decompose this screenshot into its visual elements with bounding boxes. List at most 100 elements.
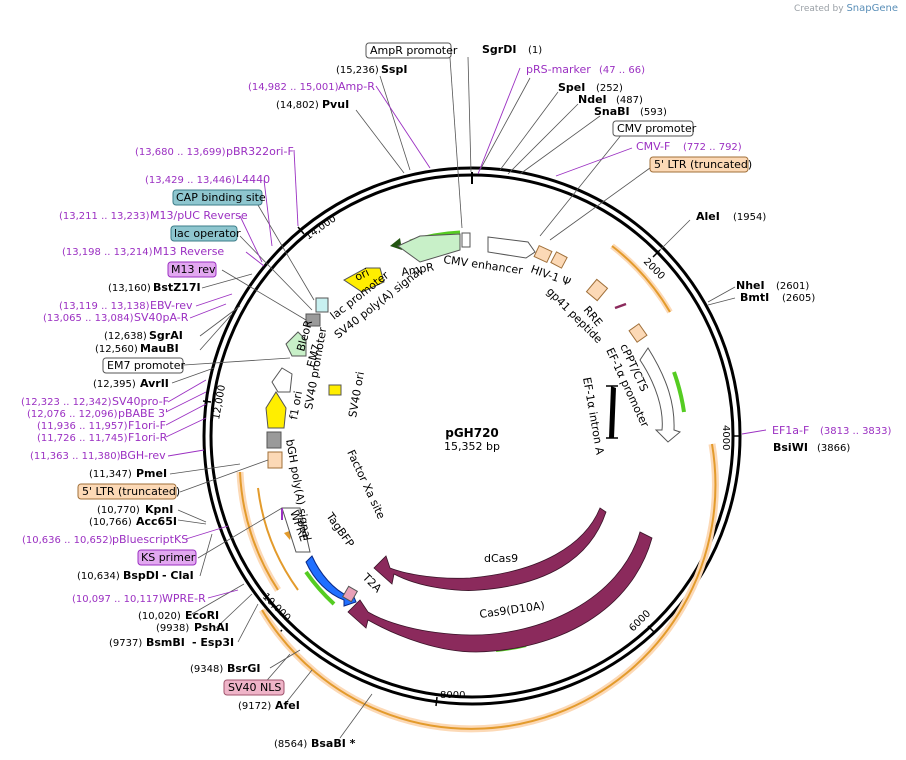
ampr-arrow [397,233,461,263]
svg-text:BsaBI *: BsaBI * [311,737,356,750]
primer-wpre-r[interactable]: (10,097 .. 10,117)WPRE-R [72,592,206,605]
site-alei[interactable]: AleI(1954) [696,210,766,223]
site-bsrgi[interactable]: (9348) BsrGI [190,662,260,675]
ori-arrow [343,267,385,293]
primer-sv40pro-f[interactable]: (12,323 .. 12,342)SV40pro-F [21,395,169,408]
svg-text:BstZ17I: BstZ17I [153,281,201,294]
site-bmti[interactable]: BmtI(2605) [740,291,815,304]
svg-text:(9172): (9172) [238,701,271,712]
svg-text:EF1a-F: EF1a-F [772,424,809,437]
primer-cmv-f[interactable]: CMV-F(772 .. 792) [636,140,742,153]
label-ks-primer[interactable]: KS primer [137,549,197,566]
primer-f1ori-f[interactable]: (11,936 .. 11,957)F1ori-F [37,419,166,432]
site-bsabi[interactable]: (8564)BsaBI * [274,737,356,750]
svg-text:(13,065 .. 13,084): (13,065 .. 13,084) [43,313,134,324]
svg-text:SnaBI: SnaBI [594,105,630,118]
svg-text:PmeI: PmeI [136,467,167,480]
primer-amp-r[interactable]: (14,982 .. 15,001)Amp-R [248,80,375,93]
site-bsiwi[interactable]: BsiWI(3866) [773,441,850,454]
sv40-ori-box [328,384,342,396]
svg-text:- ClaI: - ClaI [162,569,194,582]
primer-l4440[interactable]: (13,429 .. 13,446)L4440 [145,173,270,186]
feat-ori: ori [353,266,371,284]
feat-ampr: AmpR [400,260,435,279]
svg-text:(1): (1) [528,45,542,56]
svg-text:(12,638): (12,638) [104,331,147,342]
svg-text:WPRE-R: WPRE-R [162,592,206,605]
svg-text:(1954): (1954) [733,212,766,223]
label-cap-binding-site[interactable]: CAP binding site [172,189,266,206]
site-pshai[interactable]: (9938)PshAI [156,621,229,634]
site-sgrdi[interactable]: SgrDI (1) [482,43,542,56]
label-em7-promoter[interactable]: EM7 promoter [102,357,185,374]
primer-bgh-rev[interactable]: (11,363 .. 11,380)BGH-rev [30,449,166,462]
dcas9-arrow [373,507,607,591]
svg-text:(12,323 .. 12,342): (12,323 .. 12,342) [21,397,112,408]
svg-text:(10,636 .. 10,652): (10,636 .. 10,652) [22,535,113,546]
site-ndei[interactable]: NdeI(487) [578,93,643,106]
svg-text:CMV-F: CMV-F [636,140,670,153]
feat-tagbfp: TagBFP [323,509,357,550]
bgh-polya-box [266,431,282,449]
svg-text:(13,198 .. 13,214): (13,198 .. 13,214) [62,247,153,258]
label-cmv-promoter[interactable]: CMV promoter [612,120,697,137]
svg-text:(11,347): (11,347) [89,469,132,480]
label-5ltr-left[interactable]: 5' LTR (truncated) [77,483,180,500]
svg-text:8000: 8000 [440,690,465,701]
site-sspi[interactable]: (15,236)SspI [336,63,407,76]
hiv-psi-box-2 [550,251,568,269]
ampr-promoter-box [461,232,471,248]
site-ecori[interactable]: (10,020)EcoRI [138,609,219,622]
svg-text:(15,236): (15,236) [336,65,379,76]
label-m13-rev[interactable]: M13 rev [167,261,217,278]
plasmid-size: 15,352 bp [444,440,500,453]
svg-text:SgrAI: SgrAI [149,329,183,342]
svg-text:CMV promoter: CMV promoter [617,122,697,135]
primer-f1ori-r[interactable]: (11,726 .. 11,745)F1ori-R [37,431,168,444]
site-bsmbi[interactable]: (9737)BsmBI- Esp3I [109,636,234,649]
site-nhei[interactable]: NheI(2601) [736,279,809,292]
site-sgrai[interactable]: (12,638)SgrAI [104,329,183,342]
svg-text:M13/pUC Reverse: M13/pUC Reverse [150,209,248,222]
primer-m13-reverse[interactable]: (13,198 .. 13,214)M13 Reverse [62,245,224,258]
primer-pbabe-3[interactable]: (12,076 .. 12,096)pBABE 3' [27,407,168,420]
svg-text:(12,395): (12,395) [93,379,136,390]
feat-em7: EM7 [304,343,323,369]
primer-ef1a-f[interactable]: EF1a-F(3813 .. 3833) [772,424,892,437]
feat-f1-ori: f1 ori [287,390,305,421]
primer-prs-marker[interactable]: pRS-marker(47 .. 66) [526,63,645,76]
svg-text:5' LTR (truncated): 5' LTR (truncated) [82,485,180,498]
site-pmei[interactable]: (11,347) PmeI [89,467,167,480]
svg-text:BsrGI: BsrGI [227,662,260,675]
label-ampr-promoter[interactable]: AmpR promoter [365,42,458,59]
svg-text:(9348): (9348) [190,664,223,675]
label-lac-operator[interactable]: lac operator [170,225,241,242]
label-sv40-nls[interactable]: SV40 NLS [223,679,285,696]
rre-box [585,278,609,302]
credit-prefix: Created by [794,4,844,14]
site-snabi[interactable]: SnaBI(593) [594,105,667,118]
site-afei[interactable]: (9172)AfeI [238,699,300,712]
svg-text:(2601): (2601) [776,281,809,292]
primer-m13-puc-reverse[interactable]: (13,211 .. 13,233)M13/pUC Reverse [59,209,248,222]
site-bspdi[interactable]: (10,634)BspDI- ClaI [77,569,194,582]
primer-sv40pa-r[interactable]: (13,065 .. 13,084)SV40pA-R [43,311,189,324]
site-pvui[interactable]: (14,802)PvuI [276,98,349,111]
ef1a-intron-bar [609,386,616,438]
site-kpni[interactable]: (10,770)KpnI [97,503,173,516]
site-maubi[interactable]: (12,560)MauBI [95,342,179,355]
site-bstz17i[interactable]: (13,160)BstZ17I [108,281,201,294]
tick-6000: 6000 [627,608,656,634]
label-5ltr-top[interactable]: 5' LTR (truncated) [649,156,752,173]
primer-ebv-rev[interactable]: (13,119 .. 13,138)EBV-rev [59,299,193,312]
svg-text:(10,770): (10,770) [97,505,140,516]
svg-text:(11,936 .. 11,957): (11,936 .. 11,957) [37,421,128,432]
site-avrii[interactable]: (12,395)AvrII [93,377,169,390]
primer-pbluescriptks[interactable]: (10,636 .. 10,652)pBluescriptKS [22,533,188,546]
primer-pbr322ori-f[interactable]: (13,680 .. 13,699)pBR322ori-F [135,145,294,158]
svg-text:PshAI: PshAI [194,621,229,634]
site-spei[interactable]: SpeI(252) [558,81,623,94]
site-acc65i[interactable]: (10,766)Acc65I [89,515,177,528]
feat-sv40-ori: SV40 ori [346,371,367,419]
svg-text:SgrDI: SgrDI [482,43,516,56]
